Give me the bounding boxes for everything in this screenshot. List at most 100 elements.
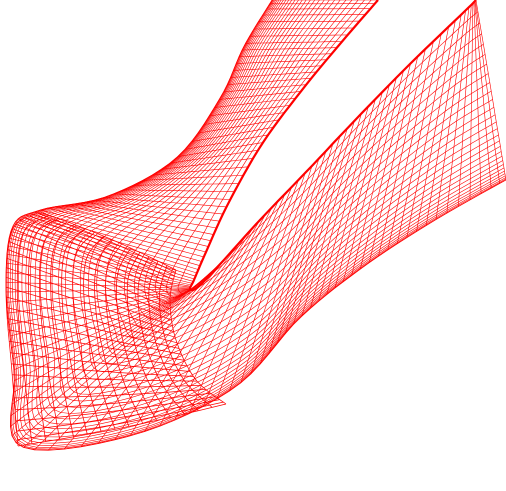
mesh-radial-line: [474, 1, 492, 189]
mesh-radial-line: [7, 245, 192, 286]
inlet-mesh-line: [28, 218, 59, 442]
mesh-radial-line: [74, 203, 217, 229]
mesh-layer-line: [14, 0, 505, 441]
mesh-layer-line: [39, 0, 501, 414]
inlet-mesh-line: [8, 241, 171, 310]
mesh-radial-line: [142, 174, 244, 181]
inlet-mesh-line: [15, 396, 216, 422]
mesh-radial-line: [218, 91, 301, 100]
inlet-mesh-line: [126, 252, 171, 418]
inlet-mesh-line: [6, 296, 177, 344]
inlet-mesh-line: [94, 239, 130, 427]
mesh-radial-line: [245, 41, 343, 44]
mesh-radial-line: [292, 120, 355, 325]
mesh-radial-line: [6, 289, 191, 303]
mesh-radial-line: [240, 165, 313, 384]
mesh-radial-line: [63, 244, 239, 450]
inlet-mesh-line: [148, 260, 199, 411]
mesh-radial-line: [11, 279, 206, 405]
mesh-radial-line: [203, 186, 293, 407]
mesh-radial-line: [342, 77, 397, 283]
mesh-radial-line: [309, 106, 369, 309]
mesh-radial-line: [387, 41, 434, 251]
mesh-radial-line: [475, 0, 506, 180]
mesh-radial-line: [284, 128, 348, 335]
mesh-radial-line: [10, 272, 213, 427]
mesh-layer-line: [12, 0, 506, 444]
mesh-radial-line: [301, 113, 362, 317]
inlet-mesh-line: [19, 220, 172, 290]
mesh-radial-line: [351, 70, 404, 276]
inlet-mesh-line: [17, 401, 224, 440]
mesh-radial-line: [458, 4, 472, 207]
mesh-radial-line: [223, 84, 307, 93]
mesh-radial-line: [174, 200, 279, 421]
mesh-layer-line: [34, 0, 502, 420]
mesh-layer-line: [80, 0, 495, 373]
mesh-radial-line: [184, 134, 269, 150]
mesh-radial-line: [209, 105, 291, 117]
inlet-mesh-line: [24, 217, 173, 285]
mesh-radial-line: [6, 262, 191, 288]
mesh-radial-line: [259, 150, 327, 365]
mesh-radial-line: [253, 27, 354, 30]
inlet-mesh-line: [169, 269, 227, 405]
inlet-mesh-line: [83, 235, 116, 430]
inlet-mesh-line: [7, 249, 171, 315]
inlet-mesh-line: [14, 392, 211, 411]
mesh-radial-line: [475, 0, 501, 184]
mesh-radial-line: [425, 14, 462, 226]
inlet-mesh-line: [5, 276, 174, 332]
mesh-radial-line: [10, 231, 194, 282]
mesh-radial-line: [250, 158, 320, 375]
mesh-layer-line: [8, 0, 506, 448]
mesh-radial-line: [13, 282, 203, 393]
inlet-mesh-line: [14, 389, 206, 399]
mesh-layer-line: [155, 0, 482, 304]
mesh-radial-line: [378, 48, 426, 257]
mesh-radial-line: [249, 34, 348, 37]
mesh-radial-line: [55, 206, 211, 242]
inlet-mesh-line: [105, 243, 144, 424]
inlet-mesh-line: [5, 211, 41, 447]
mesh-radial-line: [469, 3, 474, 200]
mesh-radial-line: [214, 97, 296, 108]
mesh-layer-line: [29, 0, 503, 425]
mesh-radial-line: [238, 53, 332, 58]
mesh-radial-line: [177, 142, 264, 157]
mesh-radial-line: [241, 47, 337, 51]
blade-surface-outline: [188, 0, 477, 292]
mesh-radial-line: [84, 201, 220, 222]
mesh-radial-line: [416, 20, 456, 232]
inlet-mesh-line: [9, 340, 188, 367]
inlet-mesh-line: [6, 307, 180, 349]
inlet-mesh-line: [10, 352, 191, 372]
inlet-mesh-line: [61, 228, 88, 435]
mesh-radial-line: [230, 71, 317, 78]
mesh-radial-line: [258, 20, 360, 23]
mesh-radial-line: [47, 249, 234, 451]
mesh-radial-line: [396, 33, 442, 244]
mesh-radial-line: [406, 26, 449, 238]
inlet-mesh-line: [5, 286, 176, 338]
mesh-layer-line: [114, 0, 489, 338]
inlet-mesh-line: [8, 329, 185, 361]
inlet-mesh-line: [12, 228, 171, 300]
inlet-mesh-line: [39, 211, 177, 271]
mesh-radial-line: [318, 98, 376, 302]
mesh-radial-line: [216, 179, 299, 400]
mesh-radial-line: [114, 226, 255, 441]
blade-o-grid: [5, 0, 506, 451]
inlet-mesh-line: [6, 257, 172, 321]
mesh-radial-line: [123, 189, 235, 192]
inlet-mesh-line: [37, 212, 176, 273]
mesh-radial-line: [12, 225, 195, 280]
inlet-mesh-line: [17, 403, 227, 447]
mesh-radial-line: [104, 197, 227, 208]
mesh-layer-line: [25, 0, 503, 430]
inlet-h-grid: [5, 211, 227, 447]
mesh-radial-line: [268, 143, 334, 355]
mesh-radial-line: [94, 199, 223, 215]
mesh-radial-line: [368, 56, 419, 263]
